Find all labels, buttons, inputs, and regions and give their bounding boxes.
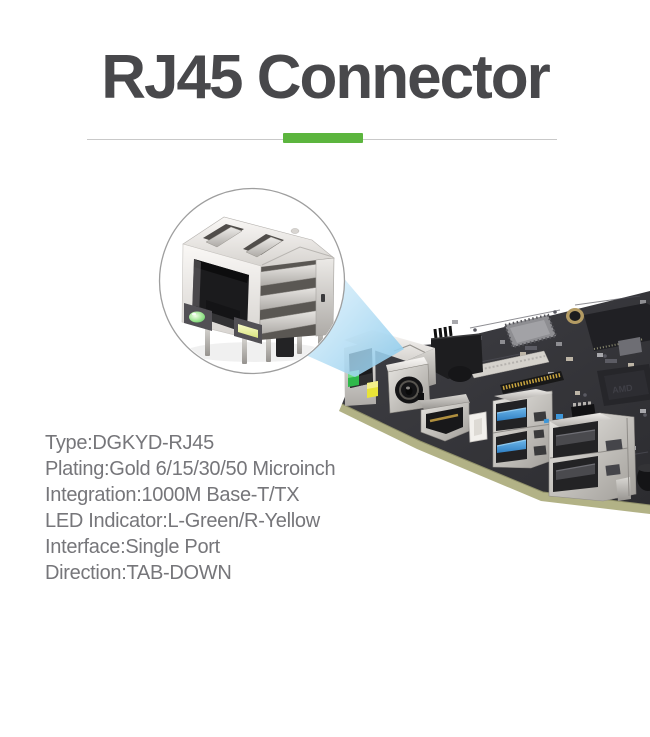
spec-line: Interface:Single Port [45, 536, 220, 558]
capacitor [637, 464, 650, 491]
spec-line: Integration:1000M Base-T/TX [45, 484, 300, 506]
soc-chip: AMD [597, 364, 650, 406]
connector-side-face [259, 257, 335, 340]
spec-line: Direction:TAB-DOWN [45, 562, 232, 584]
white-connector [468, 411, 488, 443]
ethernet-led-yellow [367, 381, 378, 398]
connector-led-yellow [234, 317, 262, 344]
connector-front-face [181, 243, 262, 344]
spec-line: Plating:Gold 6/15/30/50 Microinch [45, 458, 336, 480]
mounting-hole [566, 308, 584, 324]
magnifier-circle [158, 187, 346, 375]
memory-chip [584, 303, 650, 356]
dc-power-jack [386, 357, 431, 414]
wifi-shield-module [503, 313, 558, 349]
expansion-slot [468, 350, 564, 394]
hdmi-port [420, 394, 470, 442]
circuit-board: AMD [339, 291, 650, 514]
soc-chip-label: AMD [612, 383, 634, 396]
page-title: RJ45 Connector [101, 43, 550, 112]
usb3-ports [492, 389, 554, 469]
spec-line: Type:DGKYD-RJ45 [45, 432, 214, 454]
connector-led-green [184, 303, 212, 331]
lan-transformer [430, 325, 483, 382]
title-divider-accent [283, 133, 363, 143]
emi-finger [245, 236, 283, 258]
usb2-ports [548, 412, 637, 502]
spec-line: LED Indicator:L-Green/R-Yellow [45, 510, 320, 532]
spec-list: Type:DGKYD-RJ45 Plating:Gold 6/15/30/50 … [45, 430, 336, 586]
rj45-connector-closeup [181, 216, 335, 364]
emi-finger [205, 226, 243, 248]
pcb-edge [339, 404, 650, 514]
